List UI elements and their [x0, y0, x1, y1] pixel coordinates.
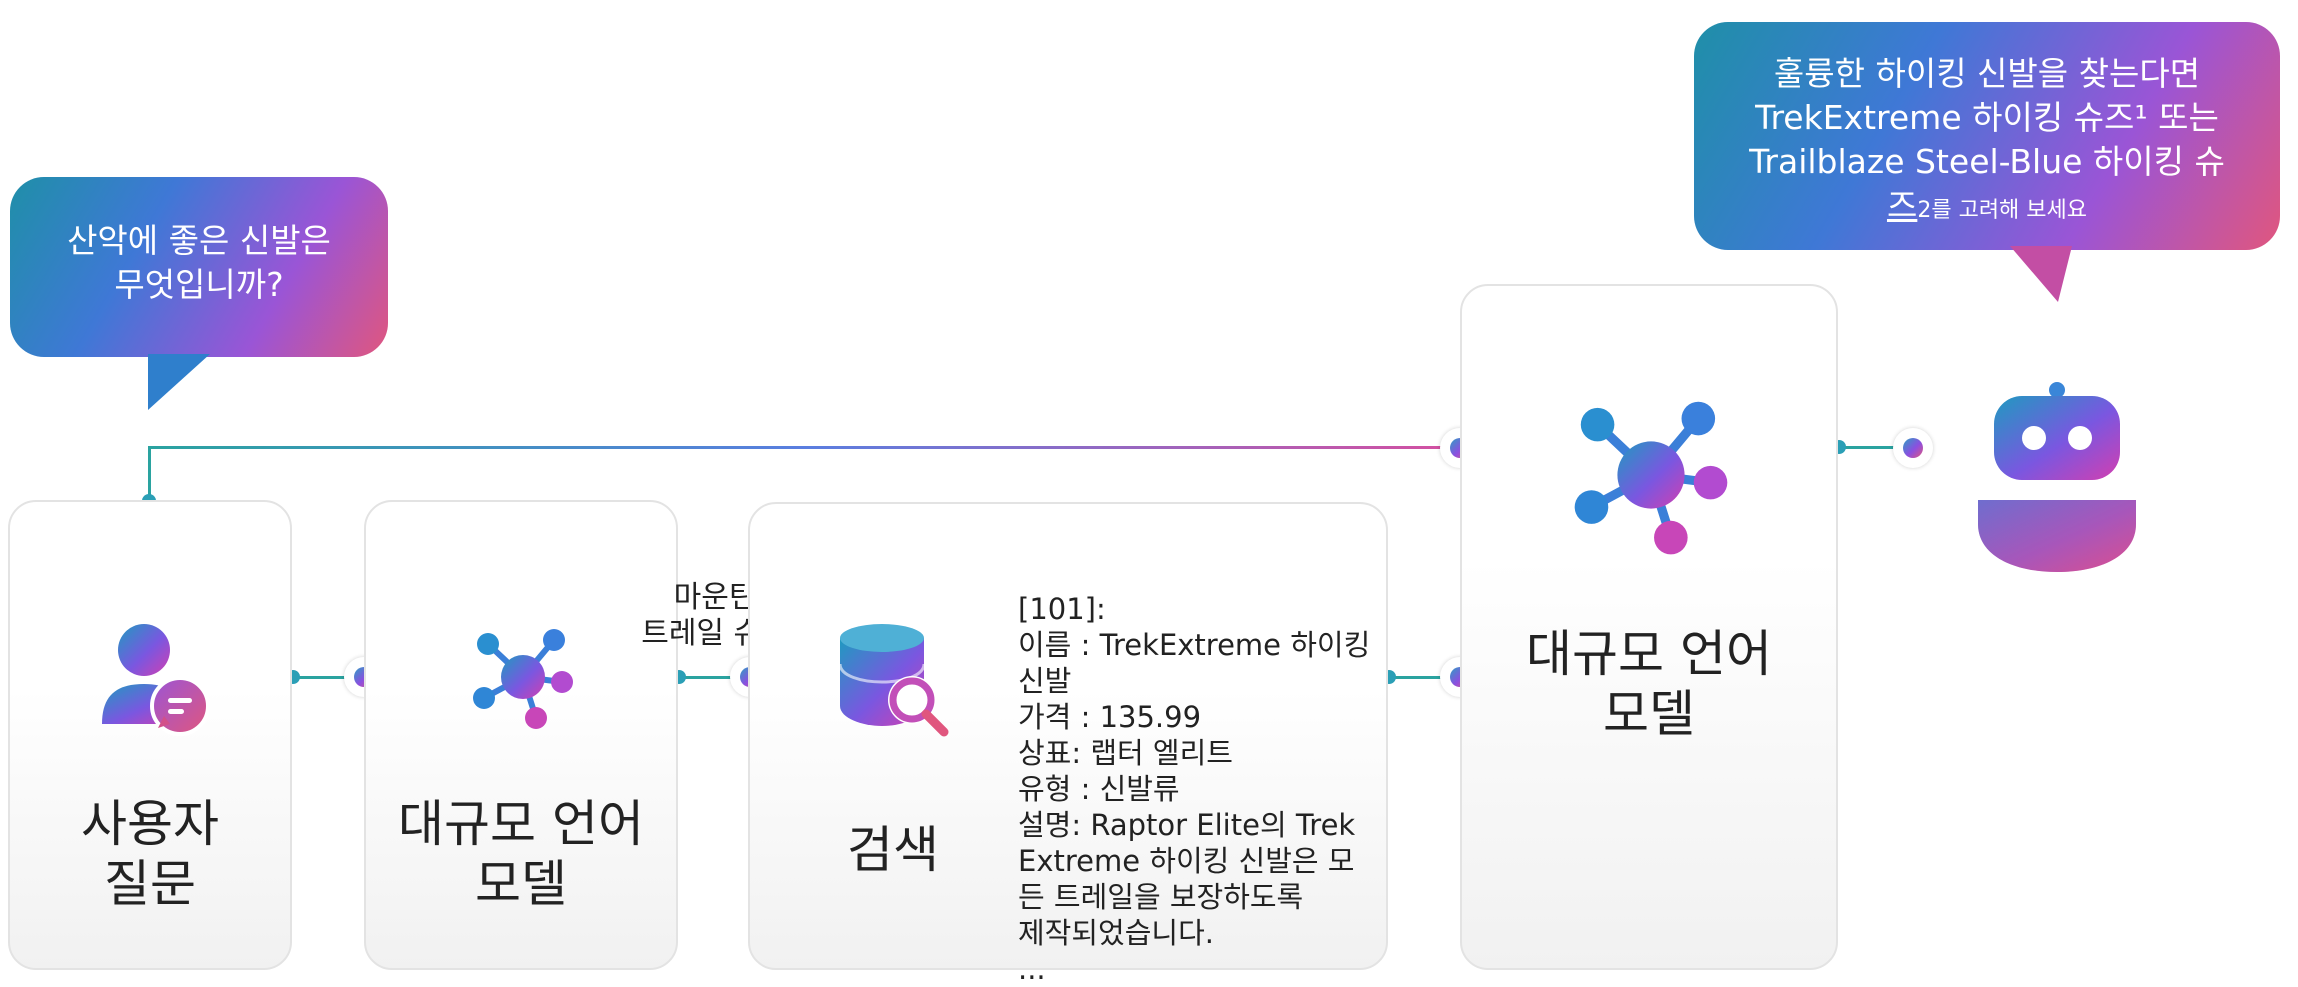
- search-result-line: 가격 : 135.99: [1018, 700, 1202, 734]
- search-result-line: 설명: Raptor Elite의 Trek: [1018, 808, 1356, 842]
- connector-top-vertical: [148, 446, 151, 502]
- answer-line-3: Trailblaze Steel-Blue 하이킹 슈: [1749, 142, 2225, 181]
- answer-line-4: 즈2를 고려해 보세요: [1694, 186, 2280, 232]
- neural-network-icon: [473, 629, 573, 729]
- answer-bubble-tail: [2010, 246, 2072, 302]
- card-llm-first-line-1: 대규모 언어: [398, 795, 644, 853]
- search-result-line: 신발: [1018, 664, 1072, 698]
- connector-llm-robot: [1838, 446, 1894, 449]
- user-chat-icon: [102, 624, 210, 736]
- neural-network-icon-large: [1574, 401, 1728, 555]
- search-result-line: 유형 : 신발류: [1018, 772, 1180, 806]
- connector-llm-search: [678, 676, 732, 679]
- question-line-1: 산악에 좋은 신발은: [67, 221, 331, 260]
- database-search-icon: [838, 624, 949, 737]
- card-llm-first: 대규모 언어 모델: [364, 500, 678, 970]
- answer-line-2: TrekExtreme 하이킹 슈즈¹ 또는: [1755, 98, 2219, 137]
- answer-line-4-big: 즈: [1886, 186, 1918, 225]
- question-line-2: 무엇입니까?: [114, 265, 284, 304]
- answer-line-1: 훌륭한 하이킹 신발을 찾는다면: [1773, 54, 2201, 93]
- card-llm-first-line-2: 모델: [475, 855, 567, 913]
- connector-user-llm: [292, 676, 346, 679]
- robot-icon: [1978, 382, 2136, 572]
- connector-top-horizontal: [148, 446, 1462, 449]
- search-result-line: 든 트레일을 보장하도록: [1018, 880, 1304, 914]
- card-user-question-line-1: 사용자: [81, 795, 219, 853]
- search-result-line: ...: [1018, 952, 1046, 986]
- connector-node-robot: [1893, 428, 1933, 468]
- search-result-line: Extreme 하이킹 신발은 모: [1018, 844, 1355, 878]
- card-llm-final-line-2: 모델: [1603, 685, 1695, 743]
- card-llm-final-line-1: 대규모 언어: [1526, 625, 1772, 683]
- search-result-line: 이름 : TrekExtreme 하이킹: [1018, 628, 1371, 662]
- query-label-line-1: 마운틴: [673, 580, 757, 615]
- question-bubble: 산악에 좋은 신발은 무엇입니까?: [10, 177, 388, 357]
- search-result-line: 제작되었습니다.: [1018, 916, 1214, 950]
- search-result-line: 상표: 랩터 엘리트: [1018, 736, 1233, 770]
- card-user-question-line-2: 질문: [104, 855, 196, 913]
- card-search: 검색: [748, 502, 1388, 970]
- card-user-question: 사용자 질문: [8, 500, 292, 970]
- search-result-line: [101]:: [1018, 592, 1106, 626]
- answer-bubble: 훌륭한 하이킹 신발을 찾는다면 TrekExtreme 하이킹 슈즈¹ 또는 …: [1694, 22, 2280, 250]
- card-llm-final: 대규모 언어 모델: [1460, 284, 1838, 970]
- connector-search-llm: [1388, 676, 1442, 679]
- question-bubble-tail: [148, 354, 210, 410]
- card-search-title: 검색: [847, 821, 939, 879]
- answer-line-4-small: 2를 고려해 보세요: [1917, 198, 2088, 223]
